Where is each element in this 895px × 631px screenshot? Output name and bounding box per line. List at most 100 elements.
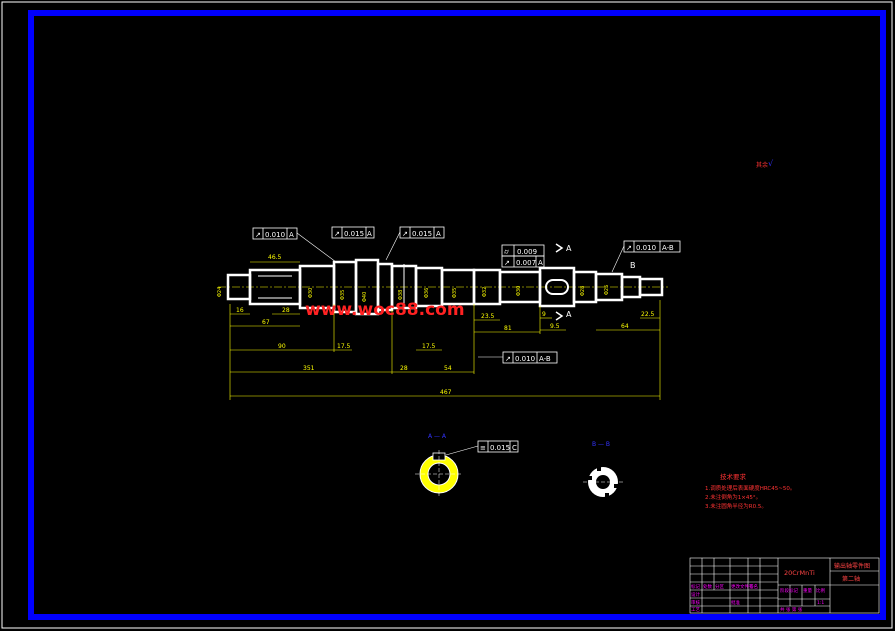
inner-frame <box>28 10 886 620</box>
svg-text:17.5: 17.5 <box>422 343 436 350</box>
tolerance-frame: ↗ 0.007 A <box>501 255 545 268</box>
svg-text:23.5: 23.5 <box>481 313 495 320</box>
svg-text:28: 28 <box>400 365 408 372</box>
svg-text:3.未注圆角半径为R0.5。: 3.未注圆角半径为R0.5。 <box>705 502 767 510</box>
svg-text:0.010: 0.010 <box>636 244 656 252</box>
svg-text:B — B: B — B <box>592 441 610 448</box>
tolerance-frame: ↗ 0.015 A <box>331 226 375 239</box>
svg-text:处数: 处数 <box>703 583 712 590</box>
svg-text:0.010: 0.010 <box>265 231 285 239</box>
svg-text:0.010: 0.010 <box>515 355 535 363</box>
svg-text:81: 81 <box>504 325 512 332</box>
svg-text:0.007: 0.007 <box>516 259 536 267</box>
svg-text:1.调质处理后表面硬度HRC45~50。: 1.调质处理后表面硬度HRC45~50。 <box>705 484 795 492</box>
svg-text:Φ30: Φ30 <box>308 288 314 298</box>
svg-text:0.015: 0.015 <box>344 230 364 238</box>
svg-text:Φ30: Φ30 <box>516 286 522 296</box>
svg-text:↗: ↗ <box>402 230 408 238</box>
svg-text:22.5: 22.5 <box>641 311 655 318</box>
svg-text:比例: 比例 <box>816 587 825 594</box>
svg-text:Φ28: Φ28 <box>580 286 586 296</box>
title-block <box>689 557 880 614</box>
svg-text:28: 28 <box>282 307 290 314</box>
svg-text:9: 9 <box>542 311 546 318</box>
svg-text:B: B <box>630 261 636 270</box>
svg-text:≡: ≡ <box>480 444 486 452</box>
svg-text:54: 54 <box>444 365 452 372</box>
svg-text:A-B: A-B <box>539 355 551 363</box>
tolerance-frame: ↗ 0.010 A <box>252 227 337 263</box>
svg-text:↗: ↗ <box>504 259 510 267</box>
tolerance-frame: ↗ 0.010 A-B <box>478 351 558 364</box>
svg-text:64: 64 <box>621 323 629 330</box>
svg-text:A: A <box>566 244 572 253</box>
watermark: www.woc88.com <box>305 300 465 320</box>
svg-text:分区: 分区 <box>715 583 724 590</box>
svg-text:输出轴零件图: 输出轴零件图 <box>834 562 870 570</box>
svg-text:审核: 审核 <box>691 599 700 606</box>
svg-text:C: C <box>512 444 517 452</box>
svg-text:A — A: A — A <box>428 433 447 440</box>
svg-text:Φ38: Φ38 <box>398 290 404 300</box>
section-cut-markers: A A B <box>555 243 636 321</box>
svg-text:A: A <box>538 259 543 267</box>
svg-text:Φ35: Φ35 <box>452 288 458 298</box>
svg-text:A: A <box>289 231 294 239</box>
svg-text:Φ32: Φ32 <box>482 287 488 297</box>
svg-text:46.5: 46.5 <box>268 254 282 261</box>
svg-text:共 张 第 张: 共 张 第 张 <box>780 606 803 613</box>
svg-text:设计: 设计 <box>691 591 700 598</box>
roughness-symbol-icon: √ <box>768 159 774 168</box>
svg-text:↗: ↗ <box>255 231 261 239</box>
tolerance-frame: ⌭ 0.009 <box>501 244 545 257</box>
svg-text:Φ35: Φ35 <box>340 290 346 300</box>
section-b-b: B — B <box>583 441 623 498</box>
svg-text:0.009: 0.009 <box>517 248 537 256</box>
svg-text:更改文件号: 更改文件号 <box>731 583 754 590</box>
section-a-a: A — A ≡ 0.015 C <box>415 433 519 498</box>
title-block-text: 20CrMnTi 输出轴零件图 第二轴 标记 处数 分区 更改文件号 签名 设计… <box>691 562 870 613</box>
svg-text:标记: 标记 <box>691 583 700 590</box>
svg-text:其余: 其余 <box>756 161 768 169</box>
svg-text:↗: ↗ <box>505 355 511 363</box>
shaft-main-view <box>218 258 668 316</box>
svg-text:重量: 重量 <box>803 587 812 594</box>
svg-text:A: A <box>566 310 572 319</box>
technical-notes: 技术要求 1.调质处理后表面硬度HRC45~50。 2.未注倒角为1×45°。 … <box>705 472 795 510</box>
svg-text:Φ36: Φ36 <box>424 288 430 298</box>
svg-text:批准: 批准 <box>731 599 740 606</box>
svg-text:90: 90 <box>278 343 286 350</box>
svg-text:67: 67 <box>262 319 270 326</box>
svg-text:Φ25: Φ25 <box>604 285 610 295</box>
svg-text:9.5: 9.5 <box>550 323 560 330</box>
dimension-text: 16 67 28 90 17.5 351 28 17.5 54 23.5 81 … <box>236 254 655 396</box>
dimension-lines <box>229 261 661 400</box>
svg-text:1:1: 1:1 <box>817 600 824 606</box>
roughness-note: 其余 √ <box>756 159 774 169</box>
svg-text:0.015: 0.015 <box>412 230 432 238</box>
svg-text:Φ24: Φ24 <box>217 287 223 297</box>
diameter-labels: Φ24 Φ30 Φ35 Φ40 Φ38 Φ36 Φ35 Φ32 Φ30 Φ28 … <box>217 285 610 302</box>
svg-text:技术要求: 技术要求 <box>720 472 747 481</box>
svg-text:16: 16 <box>236 307 244 314</box>
svg-text:A: A <box>436 230 441 238</box>
svg-text:签名: 签名 <box>749 583 758 590</box>
svg-text:20CrMnTi: 20CrMnTi <box>784 569 815 577</box>
svg-text:⌭: ⌭ <box>504 248 509 256</box>
svg-text:0.015: 0.015 <box>490 444 510 452</box>
svg-text:Φ40: Φ40 <box>362 292 368 302</box>
svg-text:A: A <box>367 230 372 238</box>
svg-text:A-B: A-B <box>662 244 674 252</box>
svg-text:17.5: 17.5 <box>337 343 351 350</box>
svg-text:工艺: 工艺 <box>691 607 700 613</box>
svg-text:阶段标记: 阶段标记 <box>780 587 798 594</box>
svg-text:第二轴: 第二轴 <box>842 575 860 583</box>
svg-text:467: 467 <box>440 389 452 396</box>
svg-text:↗: ↗ <box>626 244 632 252</box>
svg-text:2.未注倒角为1×45°。: 2.未注倒角为1×45°。 <box>705 493 761 501</box>
tolerance-frame: ↗ 0.015 A <box>385 226 445 261</box>
svg-text:351: 351 <box>303 365 315 372</box>
tolerance-frame: ↗ 0.010 A-B <box>611 240 681 273</box>
